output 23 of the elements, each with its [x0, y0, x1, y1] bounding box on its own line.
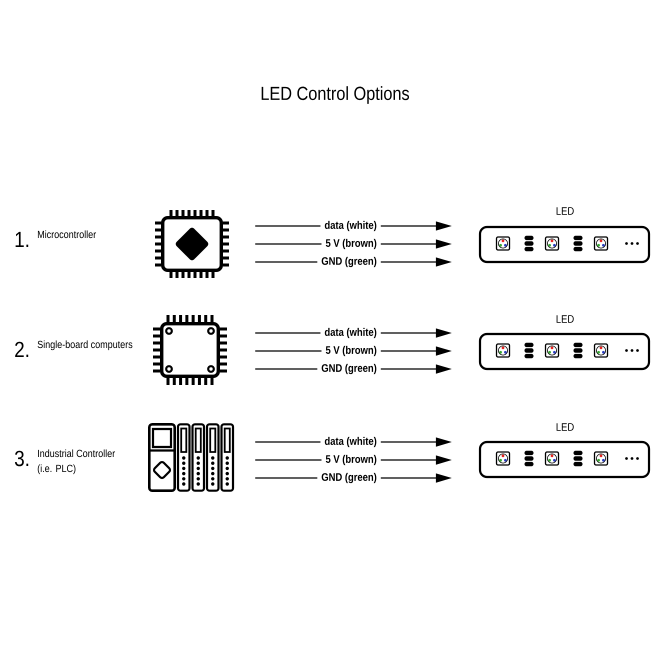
- device-label: Microcontroller: [38, 230, 96, 238]
- plc-icon: [148, 423, 234, 492]
- strip-label: LED: [556, 207, 574, 215]
- list-number: 1.: [16, 232, 28, 247]
- edge-label: 5 V (brown): [322, 237, 381, 251]
- device-label: Industrial Controller: [38, 449, 116, 458]
- board-icon: [153, 315, 227, 385]
- edge-label: data (white): [320, 326, 381, 340]
- edge-label: GND (green): [317, 255, 381, 269]
- edge-label: GND (green): [317, 471, 381, 485]
- strip-label: LED: [556, 315, 574, 323]
- list-number: 3.: [14, 450, 28, 466]
- title: LED Control Options: [262, 86, 410, 104]
- edge-label: 5 V (brown): [322, 453, 381, 467]
- device-label: (i.e. PLC): [38, 464, 76, 474]
- device-label: Single-board computers: [38, 340, 132, 350]
- chip-icon: [155, 210, 229, 278]
- edge-label: 5 V (brown): [322, 344, 381, 358]
- strip-label: LED: [556, 423, 574, 431]
- edge-label: GND (green): [317, 362, 381, 376]
- list-number: 2.: [15, 342, 28, 357]
- edge-label: data (white): [320, 219, 381, 233]
- edge-label: data (white): [320, 435, 381, 449]
